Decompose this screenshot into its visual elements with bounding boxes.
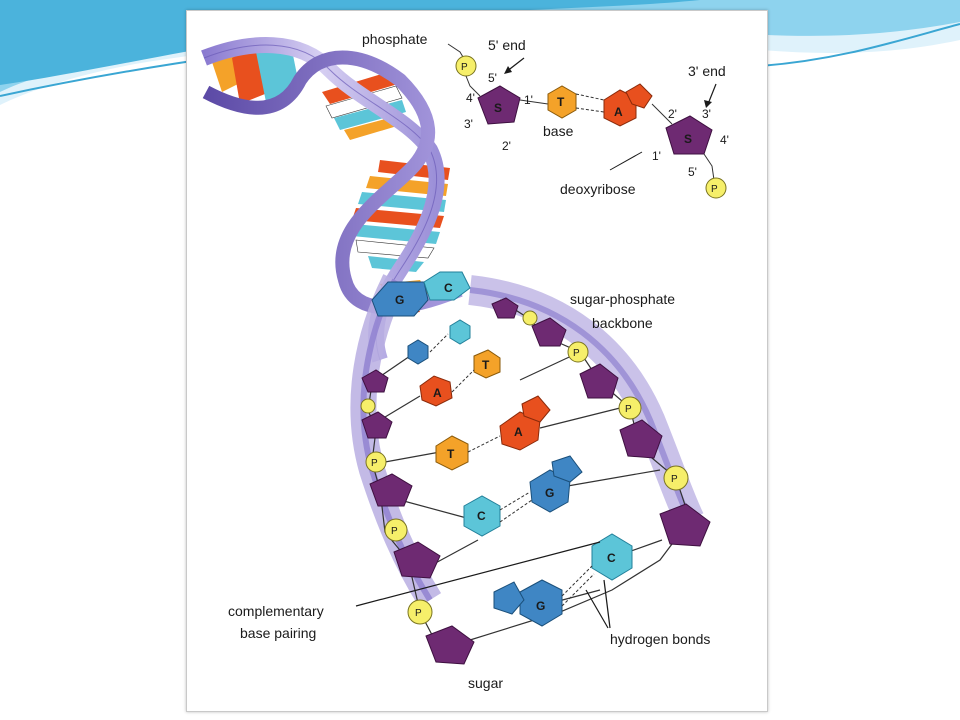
phosphate-circle: P (567, 341, 589, 363)
sugar-pentagon (393, 541, 441, 579)
svg-text:P: P (625, 404, 632, 415)
helix-backbone-strand-2 (202, 50, 463, 315)
thymine-label-2: T (447, 447, 455, 461)
phosphate-circle: P (663, 465, 689, 491)
sugar-label: sugar (468, 675, 503, 691)
carbon-5-prime-right: 5' (688, 165, 697, 179)
carbon-3-prime-right: 3' (702, 107, 711, 121)
guanine-label: G (395, 293, 404, 307)
carbon-5-prime-left: 5' (488, 71, 497, 85)
svg-text:S: S (494, 101, 502, 115)
carbon-1-prime-left: 1' (524, 93, 533, 107)
sugar-pentagon (659, 503, 711, 547)
complementary-base-pairing-label-line1: complementary (228, 603, 324, 619)
adenine-label-2: A (514, 425, 523, 439)
phosphate-circle: P (407, 599, 433, 625)
svg-text:P: P (415, 608, 422, 619)
base-label: base (543, 123, 574, 139)
carbon-4-prime-right: 4' (720, 133, 729, 147)
cytosine-label: C (444, 281, 453, 295)
svg-text:P: P (371, 458, 378, 469)
sugar-pentagon-inset-right (665, 115, 713, 155)
svg-text:T: T (557, 95, 565, 109)
hydrogen-bonds-label: hydrogen bonds (610, 631, 710, 647)
guanine-label-2: G (545, 486, 554, 500)
five-prime-end-label: 5' end (488, 37, 526, 53)
cytosine-label-3: C (607, 551, 616, 565)
carbon-2-prime-right: 2' (668, 107, 677, 121)
thymine-label: T (482, 358, 490, 372)
complementary-base-pairing-label-line2: base pairing (240, 625, 316, 641)
carbon-4-prime-left: 4' (466, 91, 475, 105)
sugar-pentagon (531, 317, 567, 347)
sugar-pentagon (369, 473, 413, 507)
carbon-2-prime-left: 2' (502, 139, 511, 153)
base-pair-small-blue (407, 319, 471, 365)
cytosine-label-2: C (477, 509, 486, 523)
phosphate-label: phosphate (362, 31, 428, 47)
sugar-pentagon (361, 369, 389, 393)
guanine-label-3: G (536, 599, 545, 613)
svg-text:S: S (684, 132, 692, 146)
phosphate-circle: P (618, 396, 642, 420)
sugar-pentagon-inset-left (477, 85, 521, 125)
svg-text:P: P (391, 526, 398, 537)
sugar-pentagon (361, 411, 393, 439)
three-prime-end-label: 3' end (688, 63, 726, 79)
sugar-pentagon (579, 363, 619, 399)
carbon-1-prime-right: 1' (652, 149, 661, 163)
double-helix-top (201, 37, 463, 363)
sugar-phosphate-backbone-label-line1: sugar-phosphate (570, 291, 675, 307)
phosphate-circle: P (365, 451, 387, 473)
phosphate-circle: P (384, 518, 408, 542)
svg-text:P: P (461, 62, 468, 73)
svg-text:P: P (711, 184, 718, 195)
ladder-sugars (361, 297, 711, 665)
svg-text:A: A (614, 105, 623, 119)
thymine-hexagon-inset (547, 85, 577, 119)
sugar-pentagon (491, 297, 519, 319)
sugar-pentagon (425, 625, 475, 665)
svg-text:P: P (671, 474, 678, 485)
adenine-label: A (433, 386, 442, 400)
nucleotide-detail-inset: P S T A S P (447, 43, 727, 199)
base-pair-t-a-middle: T A (435, 395, 551, 471)
carbon-3-prime-left: 3' (464, 117, 473, 131)
phosphate-circle-inset-2 (705, 177, 727, 199)
sugar-phosphate-backbone-label-line2: backbone (592, 315, 653, 331)
adenine-inset (603, 89, 637, 127)
sugar-pentagon (619, 419, 663, 459)
leader-lines (355, 541, 611, 629)
svg-text:P: P (573, 348, 580, 359)
deoxyribose-label: deoxyribose (560, 181, 636, 197)
base-pair-c-g-middle: C G (463, 455, 583, 537)
base-pair-g-c-bottom: G C (493, 533, 633, 627)
base-pair-a-t-upper: A T (419, 349, 501, 407)
base-pair-g-c-top: G C (371, 271, 471, 317)
ladder-phosphates: P P P P P P (360, 310, 689, 625)
